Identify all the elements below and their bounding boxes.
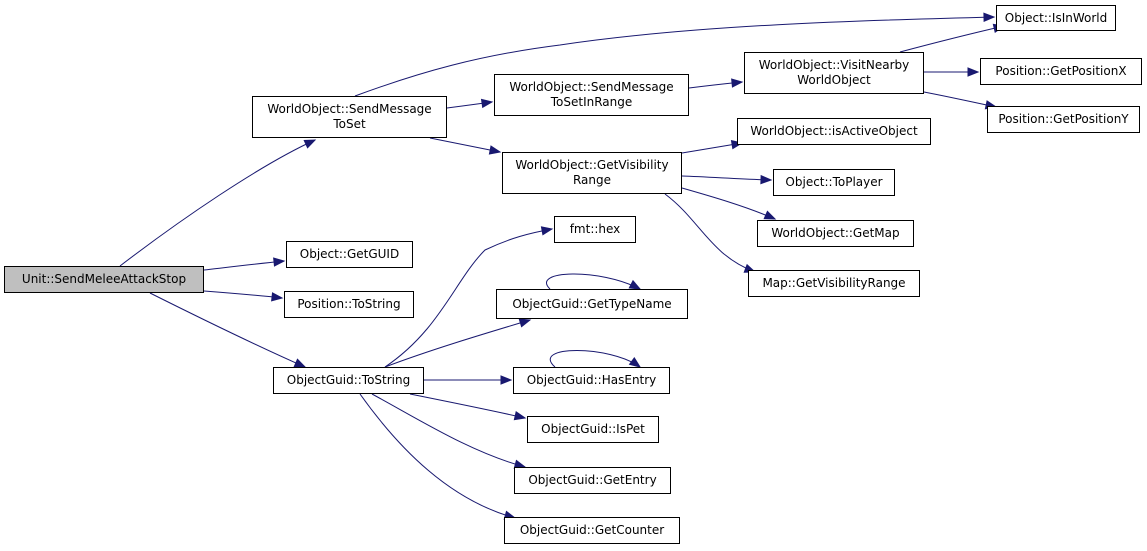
edge-typename-to-typename <box>546 273 642 290</box>
node-unit-sendmeleeattackstop: Unit::SendMeleeAttackStop <box>4 266 204 293</box>
node-objectguid-gettypename[interactable]: ObjectGuid::GetTypeName <box>496 289 688 319</box>
arrowhead-icon <box>763 210 777 220</box>
edge-line <box>664 193 756 273</box>
edge-visit-to-isinworld <box>899 23 1006 53</box>
edge-line <box>371 393 526 468</box>
arrowhead-icon <box>293 358 307 368</box>
edge-getvis-to-getmap <box>681 187 777 220</box>
edge-smts-to-isinworld <box>354 12 996 97</box>
edge-line <box>429 137 501 153</box>
edge-line <box>549 350 641 368</box>
edge-line <box>203 290 283 299</box>
node-object-getguid[interactable]: Object::GetGUID <box>286 241 413 268</box>
arrowhead-icon <box>500 375 513 385</box>
edge-getvis-to-mapvis <box>664 193 757 273</box>
node-objectguid-getentry[interactable]: ObjectGuid::GetEntry <box>514 467 671 494</box>
edge-root-to-smts <box>119 139 317 267</box>
edge-line <box>681 175 772 181</box>
edge-hasentry-to-hasentry <box>549 350 642 368</box>
node-object-isinworld[interactable]: Object::IsInWorld <box>996 5 1116 31</box>
edge-guidtostr-to-getentry <box>371 393 527 469</box>
edge-root-to-guidtostr <box>149 292 307 368</box>
edge-root-to-getguid <box>203 257 286 271</box>
node-worldobject-visitnearbyworldobject[interactable]: WorldObject::VisitNearby WorldObject <box>744 52 924 94</box>
edge-line <box>354 16 995 97</box>
node-fmt-hex[interactable]: fmt::hex <box>554 216 636 243</box>
edge-guidtostr-to-hasentry <box>423 375 513 385</box>
node-worldobject-sendmessagetosetinrange[interactable]: WorldObject::SendMessage ToSetInRange <box>494 74 689 116</box>
arrowhead-icon <box>271 292 284 302</box>
arrowhead-icon <box>518 318 532 328</box>
edge-line <box>119 139 316 267</box>
edge-getvis-to-toplayer <box>681 174 773 185</box>
edge-line <box>409 393 526 419</box>
node-objectguid-getcounter[interactable]: ObjectGuid::GetCounter <box>504 517 680 544</box>
node-worldobject-sendmessagetoset[interactable]: WorldObject::SendMessage ToSet <box>252 96 447 138</box>
arrowhead-icon <box>303 139 317 149</box>
edge-guidtostr-to-hex <box>384 226 554 368</box>
arrowhead-icon <box>628 279 642 290</box>
edge-root-to-postostr <box>203 290 284 302</box>
edge-line <box>384 319 531 368</box>
edge-getvis-to-isactive <box>681 140 744 154</box>
edge-line <box>546 273 641 290</box>
arrowhead-icon <box>273 257 286 267</box>
edge-smts-to-smtsir <box>446 98 494 109</box>
node-worldobject-isactiveobject[interactable]: WorldObject::isActiveObject <box>737 118 931 145</box>
node-object-toplayer[interactable]: Object::ToPlayer <box>773 169 895 196</box>
edge-line <box>359 393 516 519</box>
arrowhead-icon <box>488 145 502 155</box>
node-objectguid-hasentry[interactable]: ObjectGuid::HasEntry <box>513 367 670 394</box>
node-position-tostring[interactable]: Position::ToString <box>284 291 414 318</box>
node-position-getpositionx[interactable]: Position::GetPositionX <box>980 58 1142 85</box>
edge-guidtostr-to-ispet <box>409 393 527 421</box>
node-worldobject-getmap[interactable]: WorldObject::GetMap <box>757 220 914 247</box>
arrowhead-icon <box>760 174 773 185</box>
node-position-getpositiony[interactable]: Position::GetPositionY <box>987 106 1140 133</box>
arrowhead-icon <box>628 356 642 368</box>
edge-line <box>203 260 285 271</box>
node-objectguid-tostring[interactable]: ObjectGuid::ToString <box>273 367 424 394</box>
arrowhead-icon <box>967 67 980 77</box>
edge-guidtostr-to-typename <box>384 318 532 368</box>
edge-visit-to-posx <box>924 67 980 77</box>
edge-guidtostr-to-getcounter <box>359 393 517 520</box>
arrowhead-icon <box>480 98 494 109</box>
edge-line <box>149 292 306 368</box>
edge-smtsir-to-visit <box>688 78 744 89</box>
node-map-getvisibilityrange[interactable]: Map::GetVisibilityRange <box>748 270 920 297</box>
edge-line <box>681 187 776 220</box>
node-objectguid-ispet[interactable]: ObjectGuid::IsPet <box>527 416 659 443</box>
edge-line <box>899 25 1005 53</box>
arrowhead-icon <box>513 411 527 421</box>
edge-visit-to-posy <box>923 91 998 110</box>
edge-smts-to-getvis <box>429 137 502 155</box>
node-worldobject-getvisibilityrange[interactable]: WorldObject::GetVisibility Range <box>502 152 682 194</box>
edge-line <box>384 228 553 368</box>
arrowhead-icon <box>540 226 554 236</box>
arrowhead-icon <box>731 78 744 88</box>
edge-line <box>923 91 997 108</box>
arrowhead-icon <box>983 12 996 23</box>
